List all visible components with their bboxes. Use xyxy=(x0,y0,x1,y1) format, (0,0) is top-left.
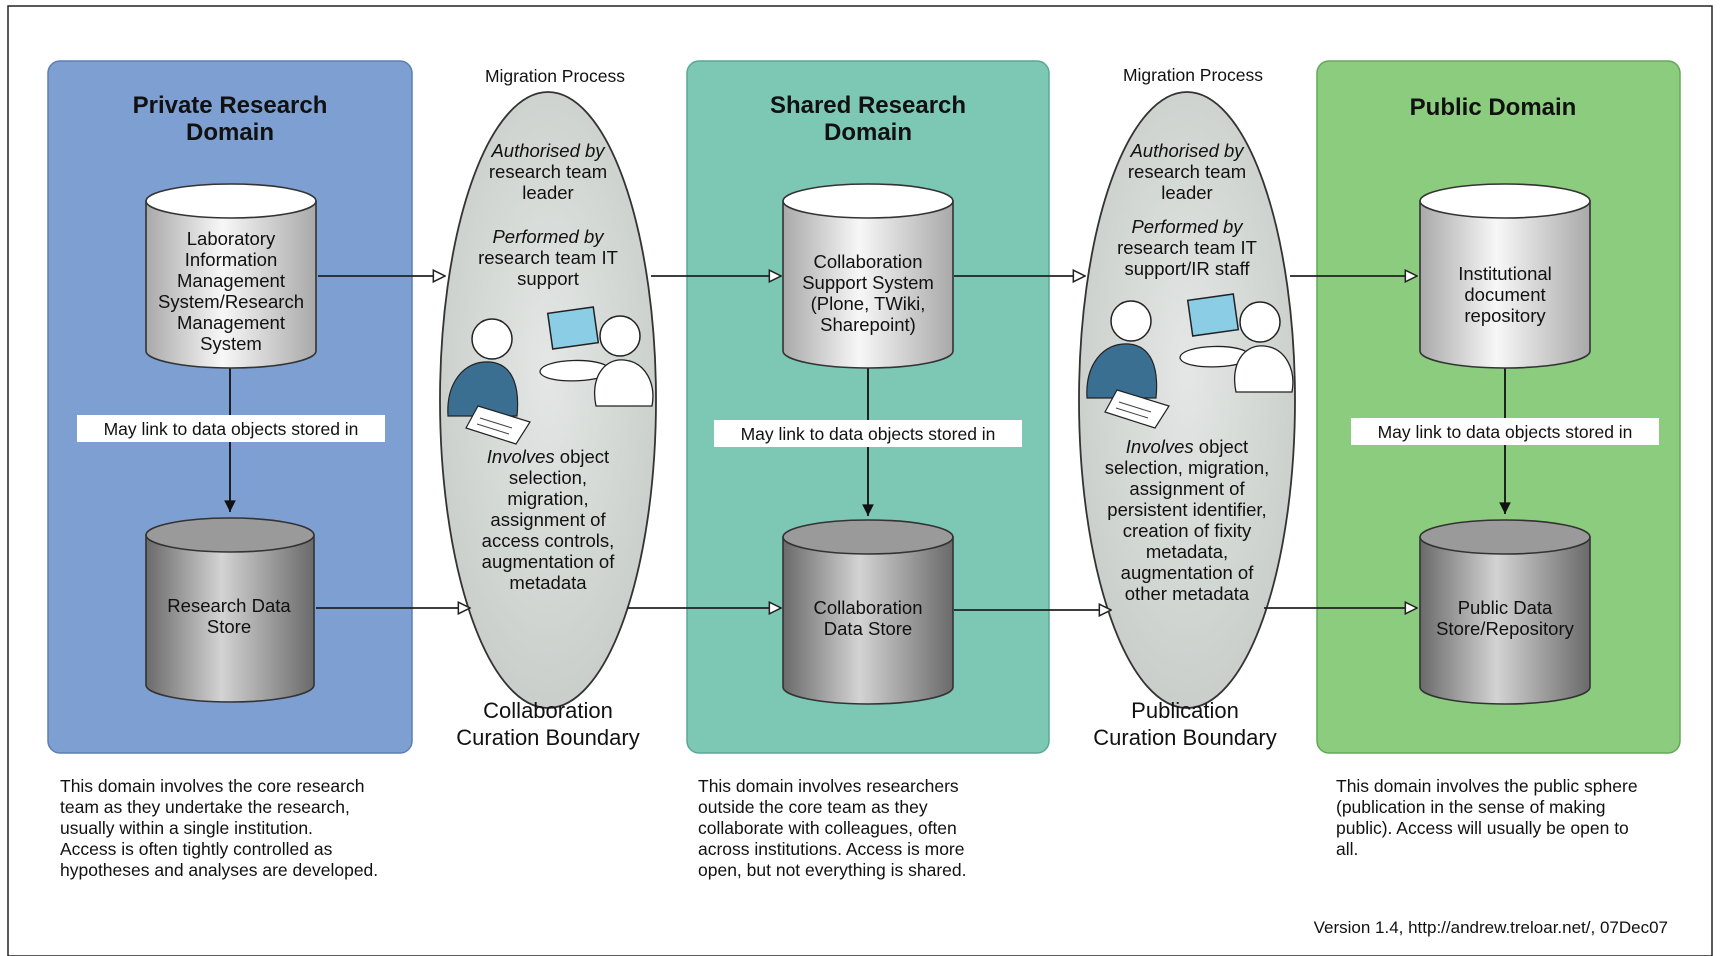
researchers-illustration xyxy=(447,306,654,445)
document-icon xyxy=(465,405,531,445)
person-body-icon xyxy=(447,361,519,417)
publication-migration-ellipse xyxy=(1078,91,1296,709)
public-domain-title: Public Domain xyxy=(1410,94,1577,121)
database-icon xyxy=(782,183,954,369)
collaboration-migration-ellipse xyxy=(439,91,657,709)
link-label: May link to data objects stored in xyxy=(104,419,359,439)
monitor-icon xyxy=(546,306,600,350)
link-label-box xyxy=(1351,418,1659,445)
database-icon xyxy=(145,183,317,369)
outer-frame xyxy=(7,5,1713,956)
link-label: May link to data objects stored in xyxy=(1378,422,1633,442)
person-head-icon xyxy=(599,315,641,357)
link-label-box xyxy=(77,415,385,442)
person-body-icon xyxy=(594,359,654,407)
link-label-box xyxy=(714,420,1022,447)
public-domain-description: This domain involves the public sphere(p… xyxy=(1336,776,1638,859)
flow-arrows xyxy=(316,276,1417,610)
person-head-icon xyxy=(1110,300,1152,342)
migration-process-heading: Migration Process xyxy=(485,66,625,86)
person-head-icon xyxy=(471,318,513,360)
person-body-icon xyxy=(1086,343,1158,399)
monitor-icon xyxy=(1186,293,1240,337)
version-footer: Version 1.4, http://andrew.treloar.net/,… xyxy=(1314,918,1668,937)
database-icon xyxy=(1419,519,1591,705)
person-head-icon xyxy=(1239,301,1281,343)
database-icon xyxy=(145,517,315,703)
database-icon xyxy=(782,519,954,705)
researchers-illustration xyxy=(1086,293,1294,429)
link-label: May link to data objects stored in xyxy=(741,424,996,444)
document-icon xyxy=(1104,389,1170,429)
person-body-icon xyxy=(1234,345,1294,393)
database-icon xyxy=(1419,183,1591,369)
migration-process-heading: Migration Process xyxy=(1123,65,1263,85)
